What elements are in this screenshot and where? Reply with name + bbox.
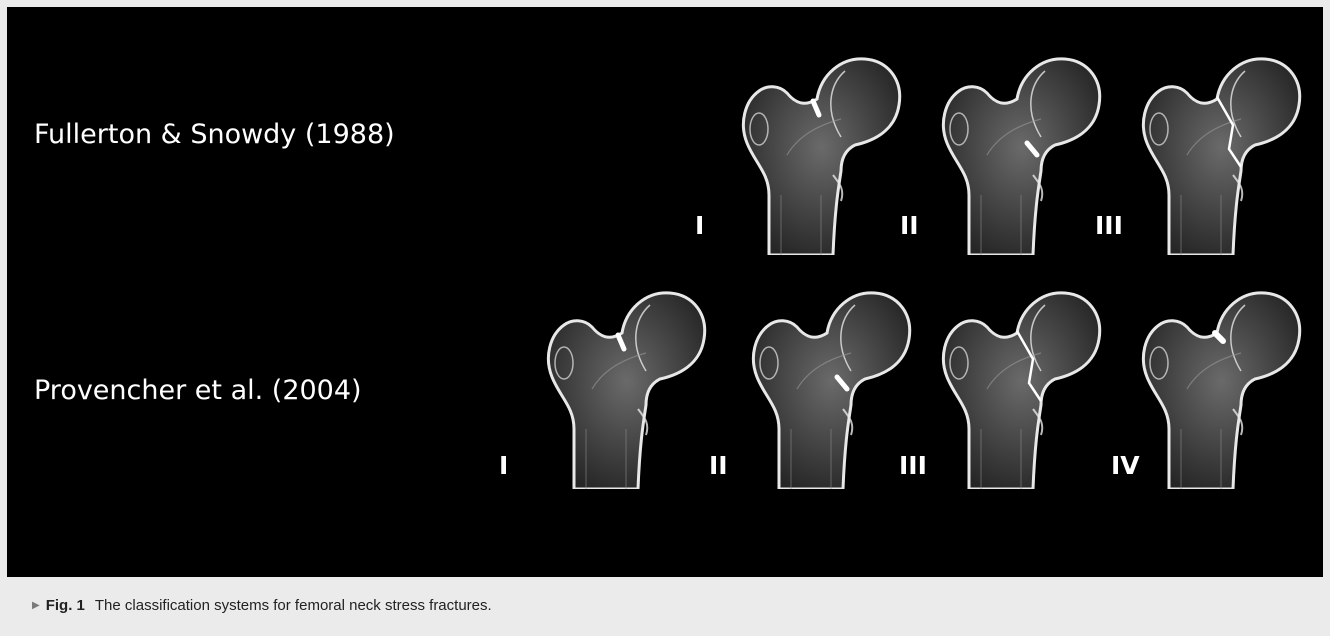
row-label-provencher: Provencher et al. (2004) [34,375,362,406]
femur-image-provencher-1 [534,279,709,489]
femur-image-fullerton-3 [1129,45,1304,255]
femur-image-provencher-4 [1129,279,1304,489]
femur-image-fullerton-2 [929,45,1104,255]
figure-number: Fig. 1 [46,597,85,614]
grade-label-fullerton-1: I [695,213,704,238]
figure-panel: Fullerton & Snowdy (1988) Provencher et … [7,7,1323,577]
figure-caption: ▶ Fig. 1 The classification systems for … [32,593,492,617]
grade-label-provencher-4: IV [1111,453,1140,478]
grade-label-provencher-2: II [709,453,728,478]
femur-image-provencher-3 [929,279,1104,489]
row-label-fullerton: Fullerton & Snowdy (1988) [34,119,395,150]
grade-label-provencher-1: I [499,453,508,478]
femur-image-fullerton-1 [729,45,904,255]
femur-image-provencher-2 [739,279,914,489]
caption-text: The classification systems for femoral n… [95,597,492,614]
triangle-right-icon: ▶ [32,600,40,611]
grade-label-fullerton-2: II [900,213,919,238]
grade-label-provencher-3: III [899,453,927,478]
grade-label-fullerton-3: III [1095,213,1123,238]
